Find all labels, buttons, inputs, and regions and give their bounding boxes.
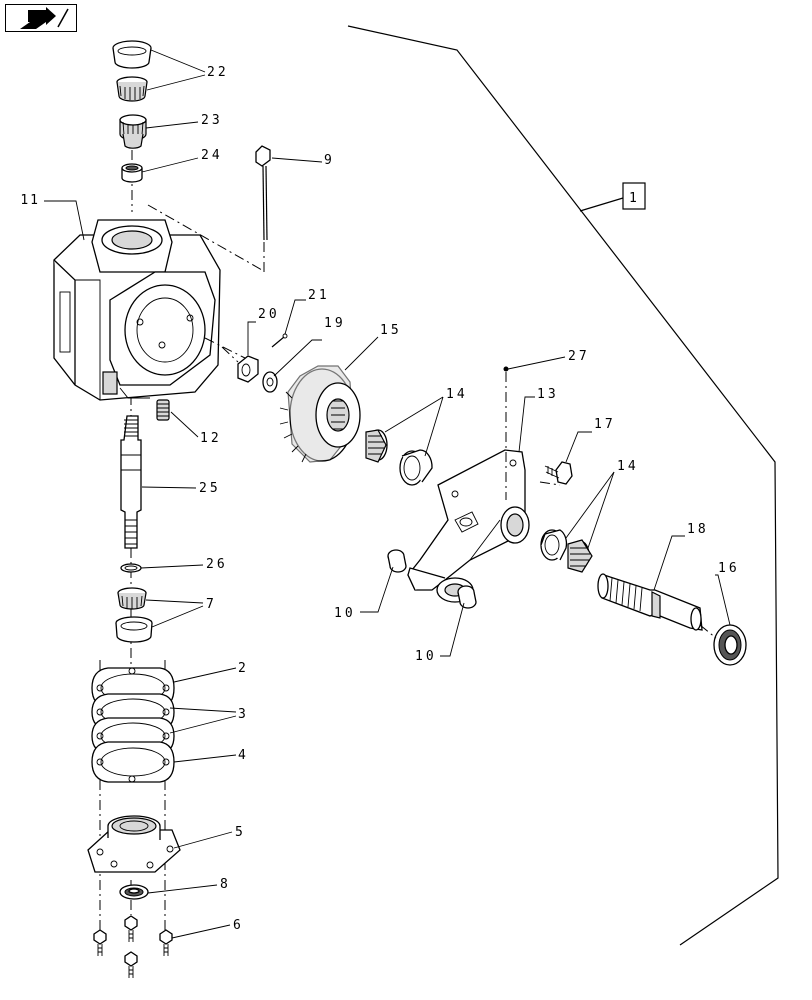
callout-11: 11: [20, 193, 40, 208]
callout-3: 3: [238, 707, 249, 722]
callout-25: 25: [199, 481, 221, 496]
part-16-seal[interactable]: [713, 624, 747, 666]
assembly-ref-box[interactable]: [622, 182, 646, 210]
part-21-cotter-pin[interactable]: [271, 333, 288, 348]
part-10-bushing-b[interactable]: [457, 585, 477, 609]
callout-22: 22: [207, 65, 229, 80]
part-18-horizontal-shaft[interactable]: [597, 573, 703, 631]
callout-10-right: 10: [415, 649, 437, 664]
part-10-bushing-a[interactable]: [387, 549, 407, 573]
part-20-nut[interactable]: [237, 355, 259, 383]
part-14-bearing-cup-b[interactable]: [540, 529, 568, 561]
part-14-bearing-cone-a[interactable]: [365, 429, 388, 463]
part-11-gearbox-housing[interactable]: [53, 219, 221, 401]
part-23-pinion-gear[interactable]: [119, 114, 147, 149]
part-14-bearing-cone-b[interactable]: [567, 539, 593, 573]
part-27-locator-point[interactable]: [503, 366, 509, 372]
callout-23: 23: [201, 113, 223, 128]
part-4-gasket[interactable]: [91, 741, 175, 783]
part-12-plug[interactable]: [156, 399, 170, 421]
callout-20: 20: [258, 307, 280, 322]
part-26-snap-ring[interactable]: [120, 563, 142, 573]
callout-7: 7: [206, 597, 217, 612]
part-7-bearing-cup[interactable]: [115, 616, 153, 643]
part-5-bearing-flange[interactable]: [87, 815, 181, 873]
callout-9: 9: [324, 153, 335, 168]
part-14-bearing-cup-a[interactable]: [399, 449, 433, 486]
part-6-bolt-3[interactable]: [159, 929, 173, 956]
back-page-arrow-icon: [20, 7, 69, 29]
callout-10-left: 10: [334, 606, 356, 621]
part-8-seal[interactable]: [119, 884, 149, 900]
part-24-bushing[interactable]: [121, 163, 143, 183]
callout-4: 4: [238, 748, 249, 763]
callout-18: 18: [687, 522, 709, 537]
callout-15: 15: [380, 323, 402, 338]
callout-12: 12: [200, 431, 222, 446]
callout-5: 5: [235, 825, 246, 840]
assembly-outline: [347, 25, 779, 946]
part-6-bolt-1[interactable]: [93, 929, 107, 956]
callout-6: 6: [233, 918, 244, 933]
callout-21: 21: [308, 288, 330, 303]
part-17-bolt[interactable]: [544, 461, 573, 485]
callout-14-upper: 14: [446, 387, 468, 402]
assembly-ref-label: 1: [629, 191, 637, 206]
callout-19: 19: [324, 316, 346, 331]
part-19-washer[interactable]: [262, 371, 278, 393]
nav-back-button[interactable]: [5, 4, 77, 32]
callout-26: 26: [206, 557, 228, 572]
part-25-vertical-shaft[interactable]: [120, 415, 142, 549]
part-15-bevel-gear[interactable]: [279, 365, 361, 463]
callout-2: 2: [238, 661, 249, 676]
callout-27: 27: [568, 349, 590, 364]
callout-17: 17: [594, 417, 616, 432]
callout-16: 16: [718, 561, 740, 576]
part-22-bearing-cup[interactable]: [112, 40, 152, 69]
part-6-bolt-2[interactable]: [124, 915, 138, 942]
callout-13: 13: [537, 387, 559, 402]
callout-24: 24: [201, 148, 223, 163]
part-22-bearing-cone[interactable]: [116, 76, 148, 102]
callout-8: 8: [220, 877, 231, 892]
part-6-bolt-4[interactable]: [124, 951, 138, 978]
part-7-bearing-cone[interactable]: [117, 587, 147, 610]
callout-14-lower: 14: [617, 459, 639, 474]
part-9-dipstick[interactable]: [255, 145, 271, 241]
